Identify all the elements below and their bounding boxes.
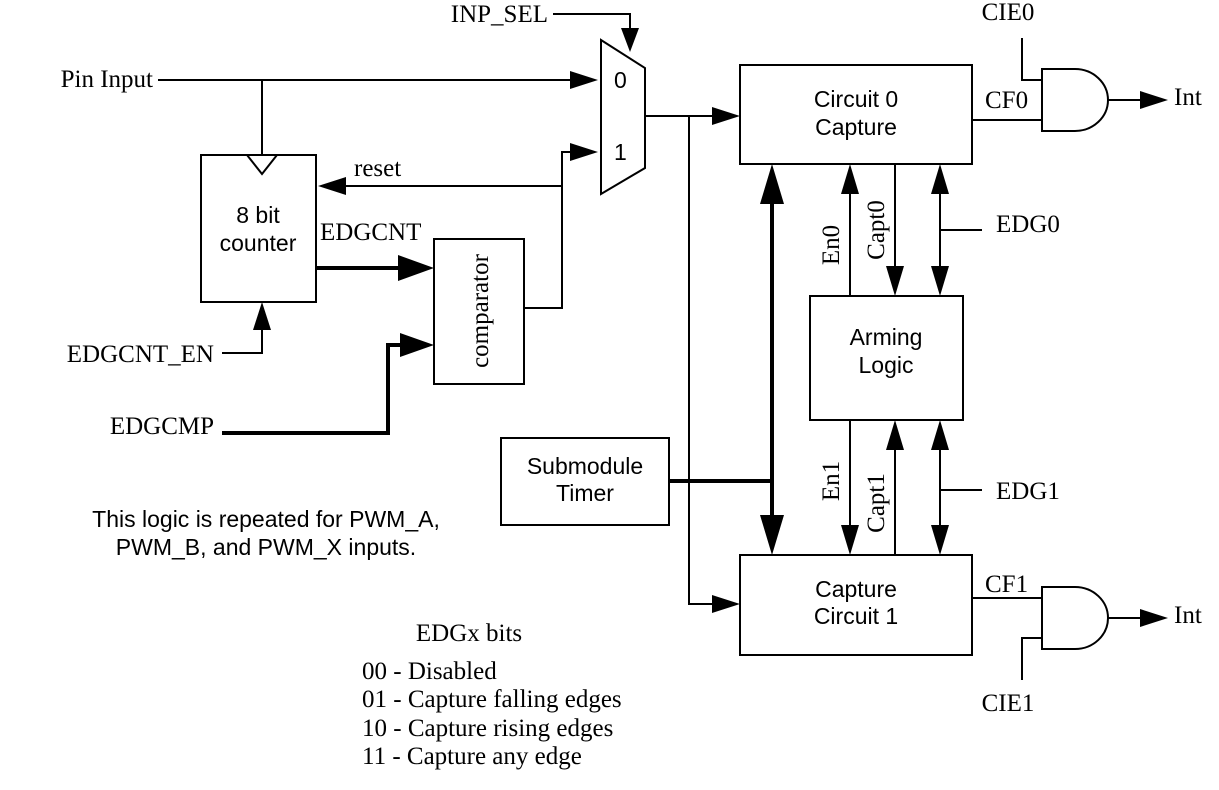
edgcnt-en-label: EDGCNT_EN [67, 341, 214, 368]
cie0-label: CIE0 [982, 0, 1035, 26]
counter-label-line2: counter [220, 230, 297, 256]
circuit0-in-arrowhead [712, 107, 740, 125]
circuit1-block: Capture Circuit 1 [739, 554, 973, 656]
int1-arrowhead [1140, 609, 1168, 627]
int0-label: Int [1174, 84, 1202, 111]
edg0-up-arrowhead [931, 164, 949, 194]
repeat-note: This logic is repeated for PWM_A, PWM_B,… [92, 506, 440, 560]
comparator-label: comparator [467, 253, 494, 368]
circuit1-label-line1: Capture [815, 576, 897, 602]
edgcnt-arrowhead [398, 255, 434, 281]
mux-input-0-label: 0 [614, 67, 627, 93]
edgcnt-label: EDGCNT [320, 219, 421, 246]
mux-in0-arrowhead [570, 71, 598, 89]
timer-down-arrowhead [760, 515, 784, 555]
pin-input-label: Pin Input [61, 66, 153, 93]
clock-triangle-icon [244, 154, 280, 176]
legend-title: EDGx bits [416, 620, 522, 647]
wires [158, 13, 1168, 680]
en0-label: En0 [818, 225, 845, 265]
and-gate-1-icon [1041, 586, 1109, 650]
timer-block: Submodule Timer [500, 437, 670, 526]
edgx-legend: EDGx bits 00 - Disabled 01 - Capture fal… [362, 620, 622, 770]
legend-item: 01 - Capture falling edges [362, 686, 622, 713]
reset-label: reset [354, 155, 401, 182]
en1-arrowhead [841, 525, 859, 555]
circuit1-label-line2: Circuit 1 [814, 603, 898, 629]
capt0-arrowhead [886, 266, 904, 296]
timer-label-line2: Timer [556, 480, 614, 506]
timer-up-arrowhead [760, 164, 784, 204]
timer-label-line1: Submodule [527, 453, 643, 479]
cie1-wire [1021, 637, 1042, 680]
capt1-arrowhead [886, 420, 904, 450]
edgcmp-arrowhead [400, 333, 434, 357]
inp-sel-arrowhead [621, 28, 639, 52]
circuit0-label-line2: Capture [815, 114, 897, 140]
edg1-up-arrowhead [931, 420, 949, 450]
and-gate-0-icon [1041, 68, 1109, 132]
circuit0-label-line1: Circuit 0 [814, 86, 898, 112]
reset-arrowhead [318, 177, 346, 195]
mux-input-1-label: 1 [614, 139, 627, 165]
arming-logic-block: Arming Logic [809, 295, 964, 421]
legend-item: 10 - Capture rising edges [362, 715, 613, 742]
edgcmp-label: EDGCMP [110, 413, 214, 440]
capt1-label: Capt1 [863, 473, 890, 533]
legend-item: 11 - Capture any edge [362, 743, 582, 770]
cie1-label: CIE1 [982, 690, 1035, 717]
capt0-label: Capt0 [863, 200, 890, 260]
inp-sel-wire [553, 13, 631, 30]
edg1-down-arrowhead [931, 525, 949, 555]
inp-sel-label: INP_SEL [451, 1, 548, 28]
circuit0-block: Circuit 0 Capture [739, 64, 973, 165]
mux-out-down-wire [688, 116, 714, 605]
edg1-label: EDG1 [996, 478, 1060, 505]
edgcnt-en-arrowhead [253, 302, 271, 330]
counter-block: 8 bit counter [200, 154, 317, 303]
signal-labels: INP_SEL Pin Input reset EDGCNT EDGCNT_EN… [61, 0, 1202, 717]
note-line2: PWM_B, and PWM_X inputs. [116, 534, 416, 560]
legend-item: 00 - Disabled [362, 658, 497, 685]
edgcmp-bus [222, 343, 404, 435]
arming-label-line2: Logic [859, 352, 914, 378]
arming-label-line1: Arming [850, 324, 923, 350]
en1-label: En1 [818, 461, 845, 501]
circuit1-in-arrowhead [712, 595, 740, 613]
int0-arrowhead [1140, 91, 1168, 109]
edgcnt-en-wire [222, 330, 263, 354]
cf1-label: CF1 [985, 571, 1028, 598]
comparator-out-wire [524, 151, 572, 309]
edg0-down-arrowhead [931, 266, 949, 296]
cf0-label: CF0 [985, 87, 1028, 114]
comparator-block: comparator [433, 238, 525, 385]
mux: 0 1 [600, 38, 646, 196]
en0-arrowhead [841, 164, 859, 194]
counter-label-line1: 8 bit [236, 202, 280, 228]
edg0-label: EDG0 [996, 211, 1060, 238]
note-line1: This logic is repeated for PWM_A, [92, 506, 440, 532]
int1-label: Int [1174, 602, 1202, 629]
cie0-wire [1021, 38, 1042, 81]
mux-in1-arrowhead [570, 143, 598, 161]
mux-shape [600, 38, 646, 196]
